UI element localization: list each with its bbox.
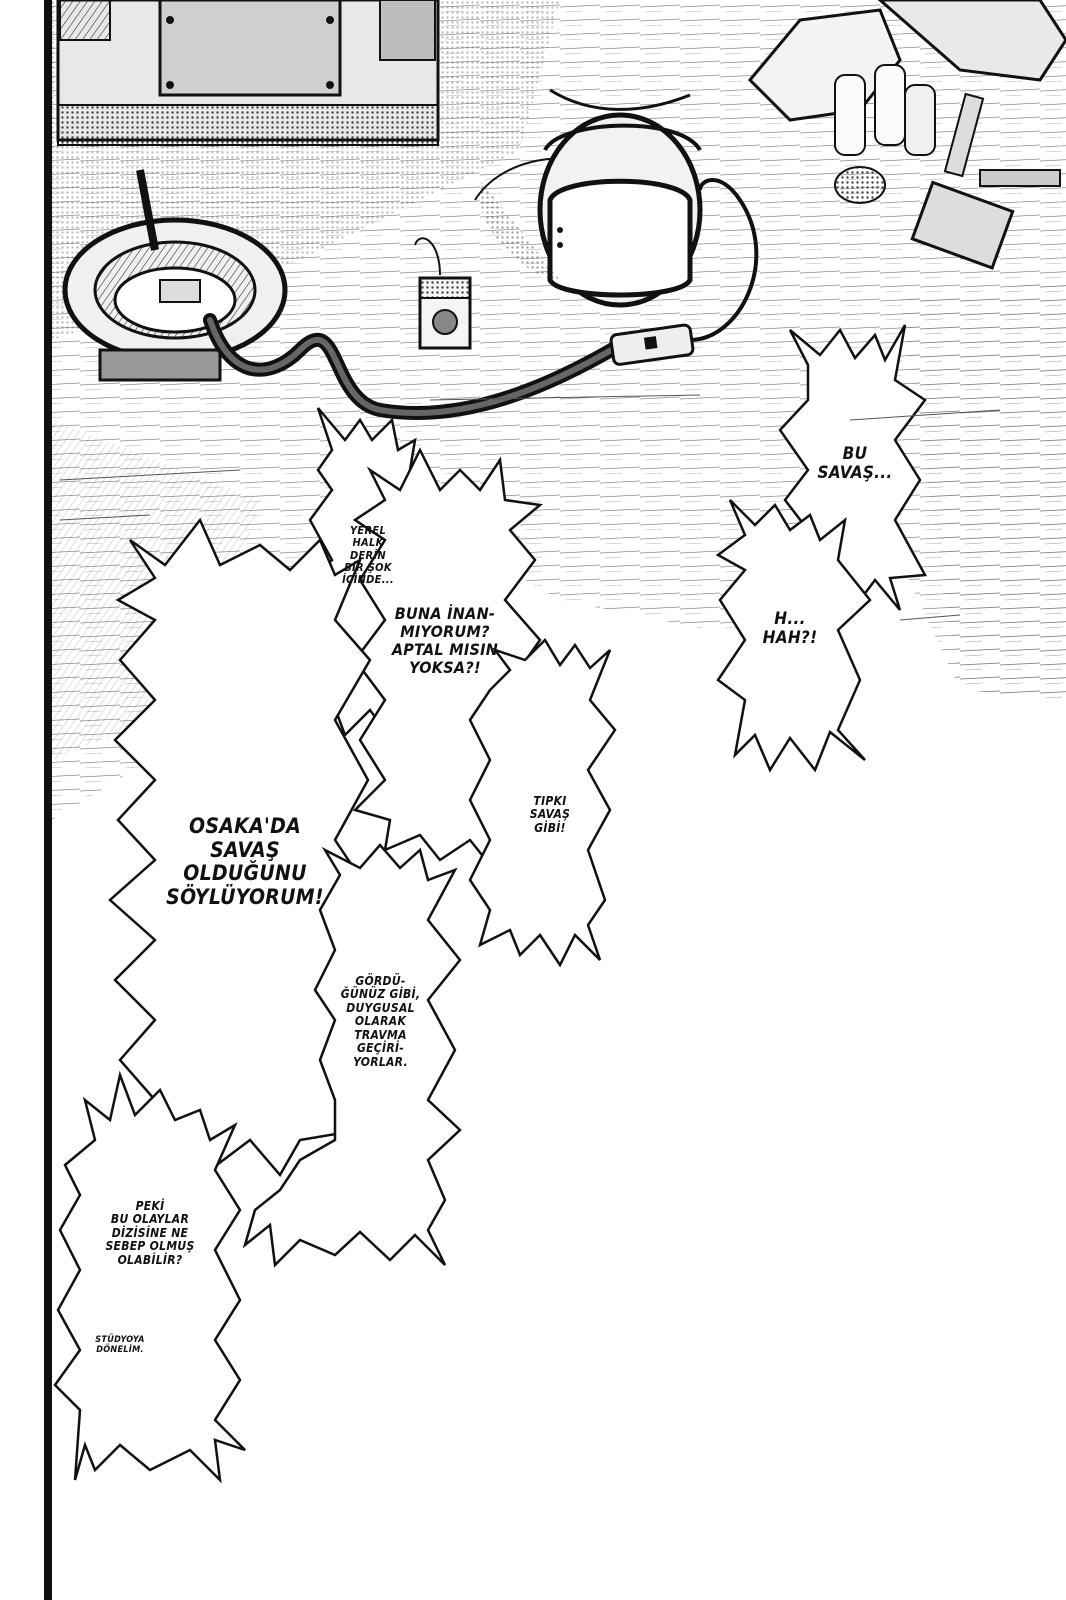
bubble-b1-text: BU SAVAŞ... [817,444,893,484]
bottles-icon [834,64,985,178]
bubble-b5-shape [468,637,617,968]
bubble-b2-shape [715,499,872,773]
bubble-b8-text: PEKİ BU OLAYLAR DİZİSİNE NE SEBEP OLMUŞ … [105,1199,195,1267]
bubble-b6-shape [108,517,377,1178]
bubble-b5-text: TIPKI SAVAŞ GİBİ! [529,794,571,835]
bubble-b6-text: OSAKA'DA SAVAŞ OLDUĞUNU SÖYLÜYORUM! [166,814,324,909]
power-strip-icon [609,323,695,366]
bubble-b7-shape [242,843,462,1268]
panel-border [44,0,52,1600]
speaker-icon [414,237,472,350]
floor-cracks [59,394,1001,621]
bubble-b3-text: YEREL HALK DERİN BİR ŞOK İÇİNDE... [342,524,394,587]
bubble-b2-text: H... HAH?! [762,609,818,649]
speech-bubbles [53,324,928,1484]
bubble-b9-text: STÜDYOYA DÖNELİM. [95,1335,145,1356]
bubble-b7-text: GÖRDÜ- ĞÜNÜZ GİBİ, DUYGUSAL OLARAK TRAVM… [340,974,421,1069]
television-icon [478,88,703,308]
bubble-b8-shape [53,1070,246,1484]
machine-icon [56,0,440,146]
cable-reel-icon [62,169,288,382]
bubble-b4-text: BUNA İNAN- MIYORUM? APTAL MISIN YOKSA?! [391,604,499,677]
